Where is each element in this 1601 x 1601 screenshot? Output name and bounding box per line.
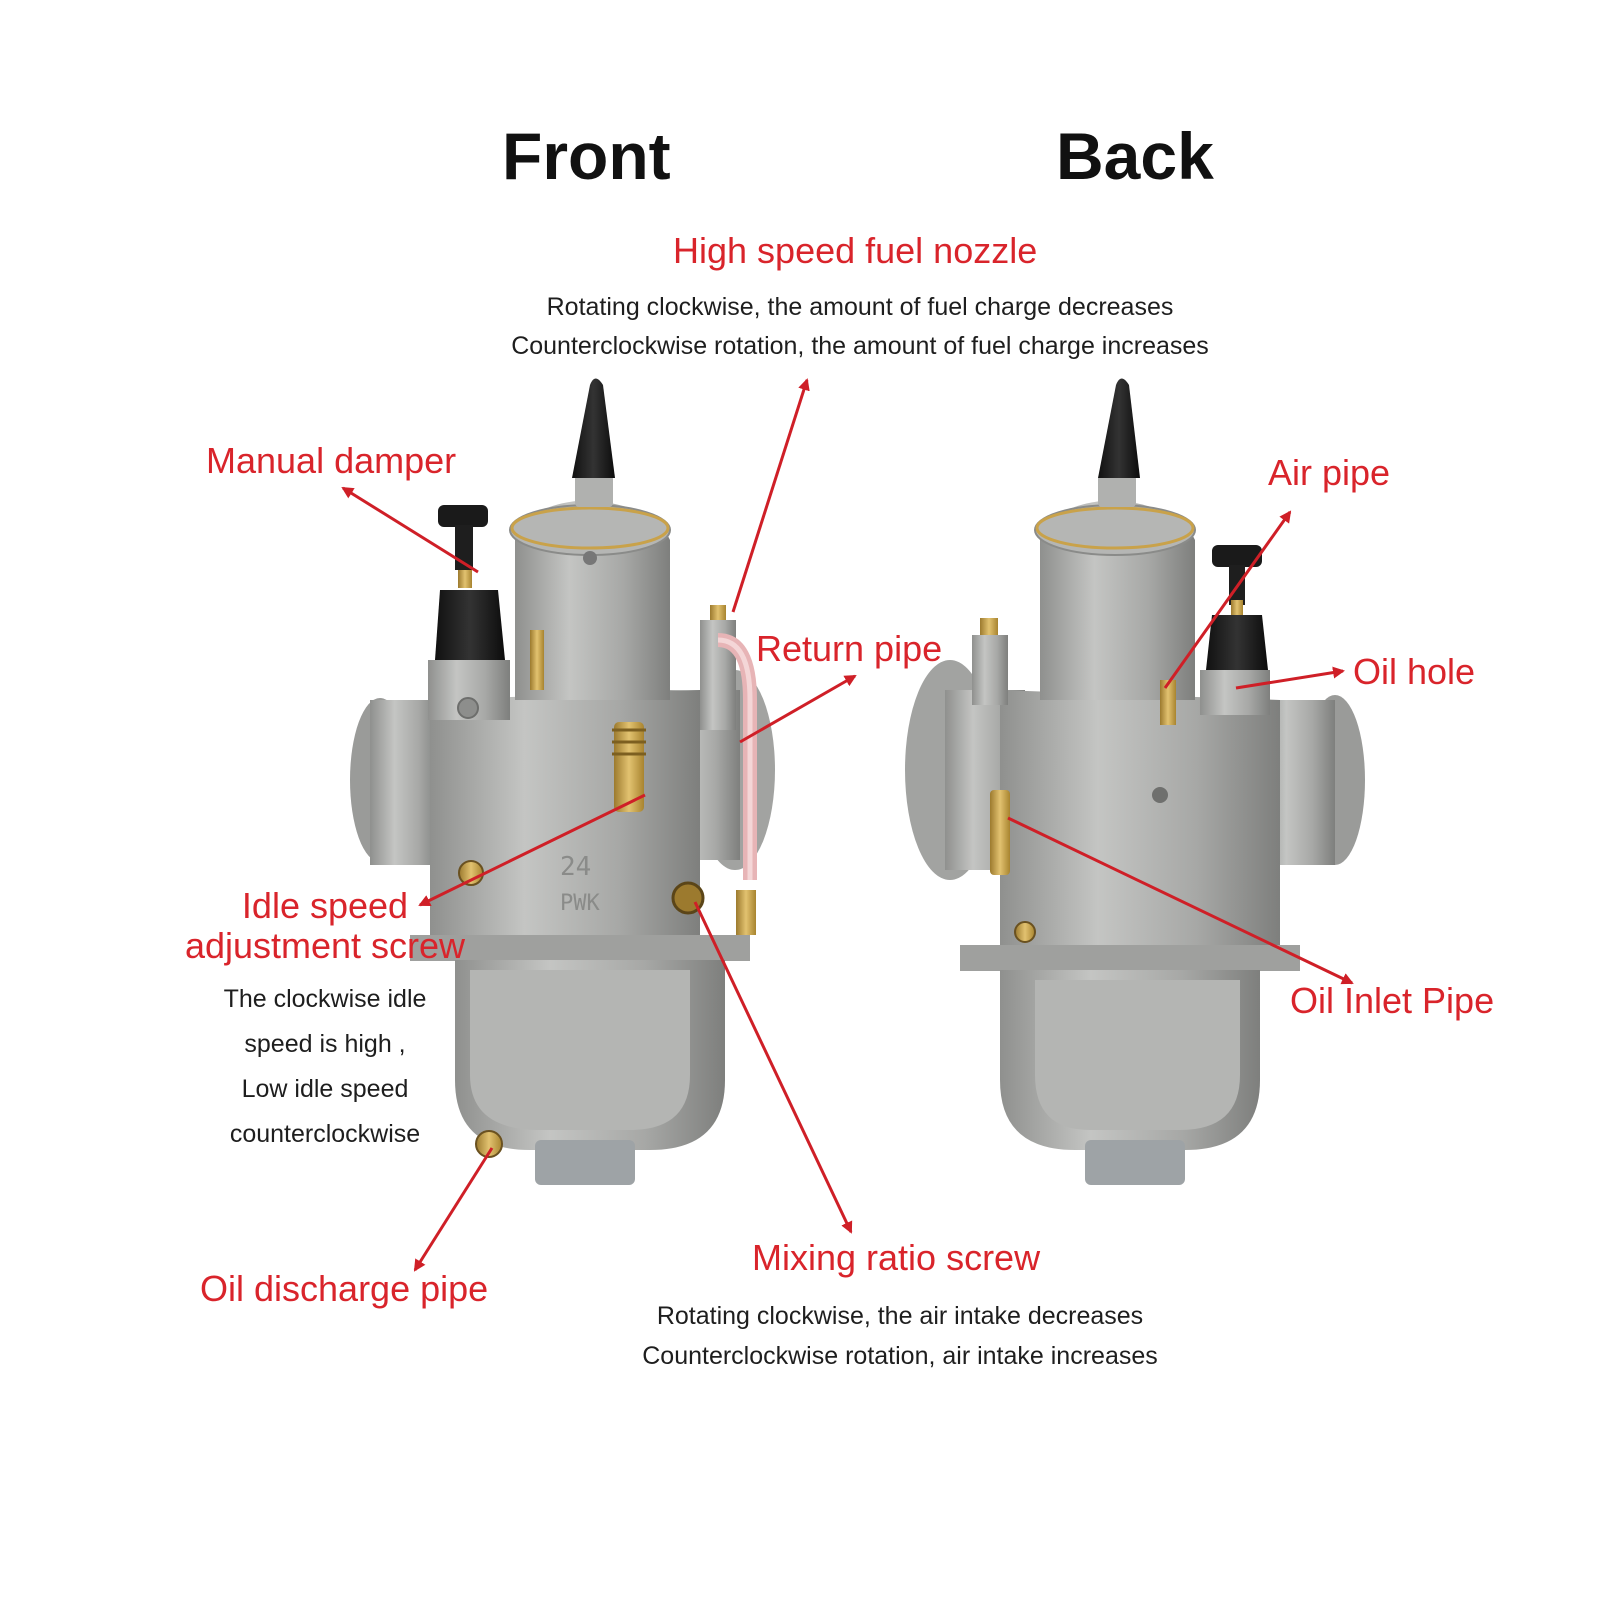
arrow-oil-inlet-pipe xyxy=(1007,816,1354,985)
label-oil-hole: Oil hole xyxy=(1353,651,1476,692)
label-oil-inlet-pipe: Oil Inlet Pipe xyxy=(1290,980,1495,1021)
label-air-pipe: Air pipe xyxy=(1268,452,1391,493)
arrow-air-pipe xyxy=(1163,510,1292,689)
label-idle-speed-line1: Idle speed xyxy=(241,885,409,926)
front-carburetor: 24 PWK xyxy=(350,378,775,1185)
label-oil-discharge-pipe: Oil discharge pipe xyxy=(200,1268,489,1309)
note-mixing-line1: Rotating clockwise, the air intake decre… xyxy=(656,1302,1144,1330)
label-idle-speed-line2: adjustment screw xyxy=(184,925,466,966)
note-high-speed-line2: Counterclockwise rotation, the amount of… xyxy=(511,332,1209,360)
back-carburetor xyxy=(905,378,1365,1185)
note-mixing-line2: Counterclockwise rotation, air intake in… xyxy=(642,1342,1158,1370)
svg-text:PWK: PWK xyxy=(560,891,600,916)
arrow-return-pipe xyxy=(739,674,857,744)
callout-arrows xyxy=(341,378,1354,1272)
note-high-speed-line1: Rotating clockwise, the amount of fuel c… xyxy=(546,293,1174,321)
label-high-speed-fuel-nozzle: High speed fuel nozzle xyxy=(673,230,1038,271)
arrow-oil-hole xyxy=(1235,666,1345,690)
label-mixing-ratio-screw: Mixing ratio screw xyxy=(752,1237,1041,1278)
arrow-manual-damper xyxy=(341,486,479,574)
note-idle-line4: counterclockwise xyxy=(229,1120,421,1148)
heading-back: Back xyxy=(1056,119,1214,193)
label-return-pipe: Return pipe xyxy=(756,628,943,669)
note-idle-line1: The clockwise idle xyxy=(223,985,427,1013)
note-idle-line3: Low idle speed xyxy=(241,1075,409,1103)
arrow-idle-speed-screw xyxy=(418,793,646,907)
arrow-mixing-ratio-screw xyxy=(693,901,853,1234)
arrow-oil-discharge-pipe xyxy=(413,1147,494,1272)
arrow-high-speed-fuel-nozzle xyxy=(731,378,810,613)
note-idle-line2: speed is high , xyxy=(244,1030,406,1058)
heading-front: Front xyxy=(502,119,671,193)
label-manual-damper: Manual damper xyxy=(206,440,457,481)
svg-text:24: 24 xyxy=(560,852,591,882)
